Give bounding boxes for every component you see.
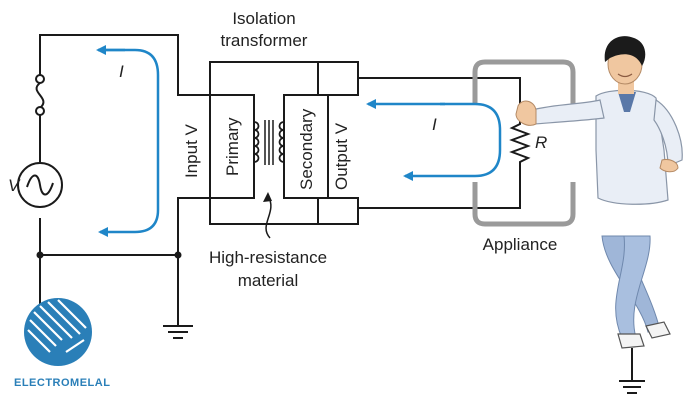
appliance-casing-top [472,59,576,104]
output-bottom-wire [357,168,521,209]
primary-coil-icon [253,121,260,163]
primary-bottom-wire [39,197,210,256]
input-voltage-label: Input V [182,123,201,178]
junction-dot-right [174,251,182,259]
appliance-casing-bottom [472,182,576,227]
fuse-icon [35,74,45,116]
current-label-left: I [119,62,124,81]
person-hair [604,36,646,66]
secondary-top-wire [318,61,359,96]
electromelal-logo: ELECTROMELAL [14,298,110,389]
current-arrow-left [96,45,160,237]
person-shoe-right [645,321,671,339]
resistor-label: R [535,133,547,152]
person-mouth [617,73,633,78]
transformer-title-line2: transformer [221,31,308,50]
resistor-icon [509,118,531,168]
secondary-coil-label: Secondary [297,108,316,190]
ac-source-icon [17,162,63,208]
person-illustration [515,36,683,394]
ground-icon-transformer [163,325,193,339]
ground-icon-person [619,380,645,394]
output-voltage-label: Output V [332,122,351,190]
material-pointer-head [263,192,272,202]
isolation-transformer [209,61,329,225]
person-shoe-left [617,333,645,349]
person-hand-right [659,159,679,173]
material-label-line1: High-resistance [209,248,327,267]
transformer-core-icon [264,120,274,165]
source-voltage-label: V [8,176,21,195]
current-arrow-right [366,99,502,181]
transformer-title-line1: Isolation [232,9,295,28]
secondary-coil-icon [278,121,285,163]
material-label-line2: material [238,271,298,290]
person-undershirt [618,92,636,112]
person-shirt [595,89,669,205]
appliance-label: Appliance [483,235,558,254]
secondary-circuit [318,61,521,225]
primary-top-wire [39,34,210,96]
logo-circle-icon [24,298,92,366]
person-arm-left [531,99,605,125]
junction-dot-left [36,251,44,259]
secondary-coil-box [283,94,329,199]
material-pointer-arrow [265,195,272,239]
person-hand-left [515,100,537,126]
output-top-wire [357,77,521,118]
secondary-bottom-wire [318,197,359,225]
logo-text: ELECTROMELAL [14,377,110,389]
logo-stripes-icon [27,299,87,353]
primary-coil-label: Primary [223,117,242,176]
current-label-right: I [432,115,437,134]
primary-circuit [39,34,210,325]
